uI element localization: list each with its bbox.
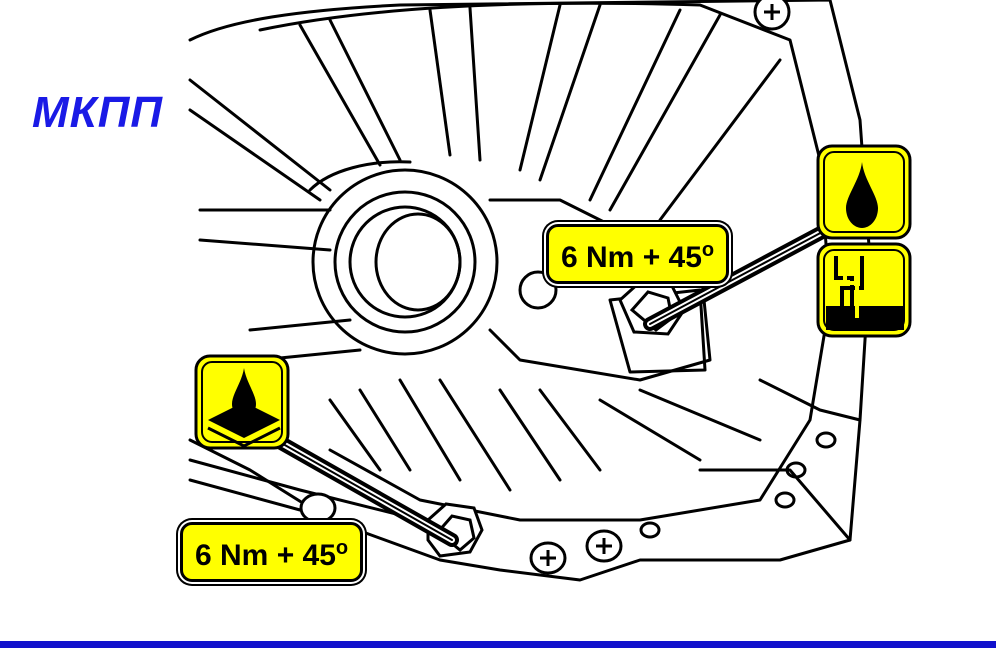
rib — [638, 388, 762, 442]
rib — [198, 238, 332, 252]
shaft-seal-mid — [333, 190, 477, 334]
torque-value: 6 Nm + 45 — [561, 241, 702, 274]
rib — [298, 23, 382, 167]
housing-outline — [188, 0, 872, 582]
rib — [498, 388, 562, 482]
right-flange — [758, 378, 862, 422]
rib — [538, 3, 602, 182]
screw-bottom-2 — [585, 529, 623, 563]
drain-plug — [426, 502, 484, 558]
rib — [658, 58, 782, 222]
oil-level-icon — [816, 242, 912, 338]
screw-bottom-left — [299, 492, 337, 524]
rib — [428, 8, 452, 157]
mount-hole — [815, 431, 837, 449]
screw-top-right — [753, 0, 791, 31]
mount-hole — [774, 491, 796, 509]
mount-hole — [639, 521, 661, 539]
leader-line-upper-tip — [649, 229, 827, 325]
sealant-icon — [194, 354, 290, 450]
torque-value: 6 Nm + 45 — [195, 539, 336, 572]
rib — [328, 398, 382, 472]
rib — [328, 18, 402, 162]
bottom-bar — [0, 641, 996, 648]
rib — [438, 378, 512, 492]
rib — [598, 398, 702, 462]
boss — [518, 270, 558, 310]
page-title: МКПП — [32, 88, 163, 137]
rib — [188, 78, 332, 192]
lower-flange — [188, 458, 422, 522]
rib — [588, 8, 682, 202]
rib — [468, 6, 482, 162]
mount-hole — [785, 461, 807, 479]
rib — [608, 13, 722, 212]
degree-mark: o — [335, 537, 349, 559]
oil-drop-icon — [816, 144, 912, 240]
shaft-seal-bore — [374, 212, 462, 312]
right-flange-lower — [698, 468, 852, 542]
lower-flange-edge — [188, 478, 302, 512]
rib — [188, 108, 322, 202]
torque-label-lower: 6 Nm + 45o — [180, 522, 364, 582]
seal-flange — [308, 160, 412, 192]
bell-inner-outline — [258, 1, 832, 522]
rib — [538, 388, 602, 472]
degree-mark: o — [701, 239, 715, 261]
rib — [398, 378, 462, 482]
boss-outline — [488, 198, 712, 382]
rib — [358, 388, 412, 472]
screw-bottom-1 — [529, 541, 567, 575]
shaft-seal-outer — [311, 168, 499, 356]
rib — [518, 3, 562, 172]
torque-label-upper: 6 Nm + 45o — [546, 224, 730, 284]
leader-line-lower-tip — [275, 439, 453, 541]
